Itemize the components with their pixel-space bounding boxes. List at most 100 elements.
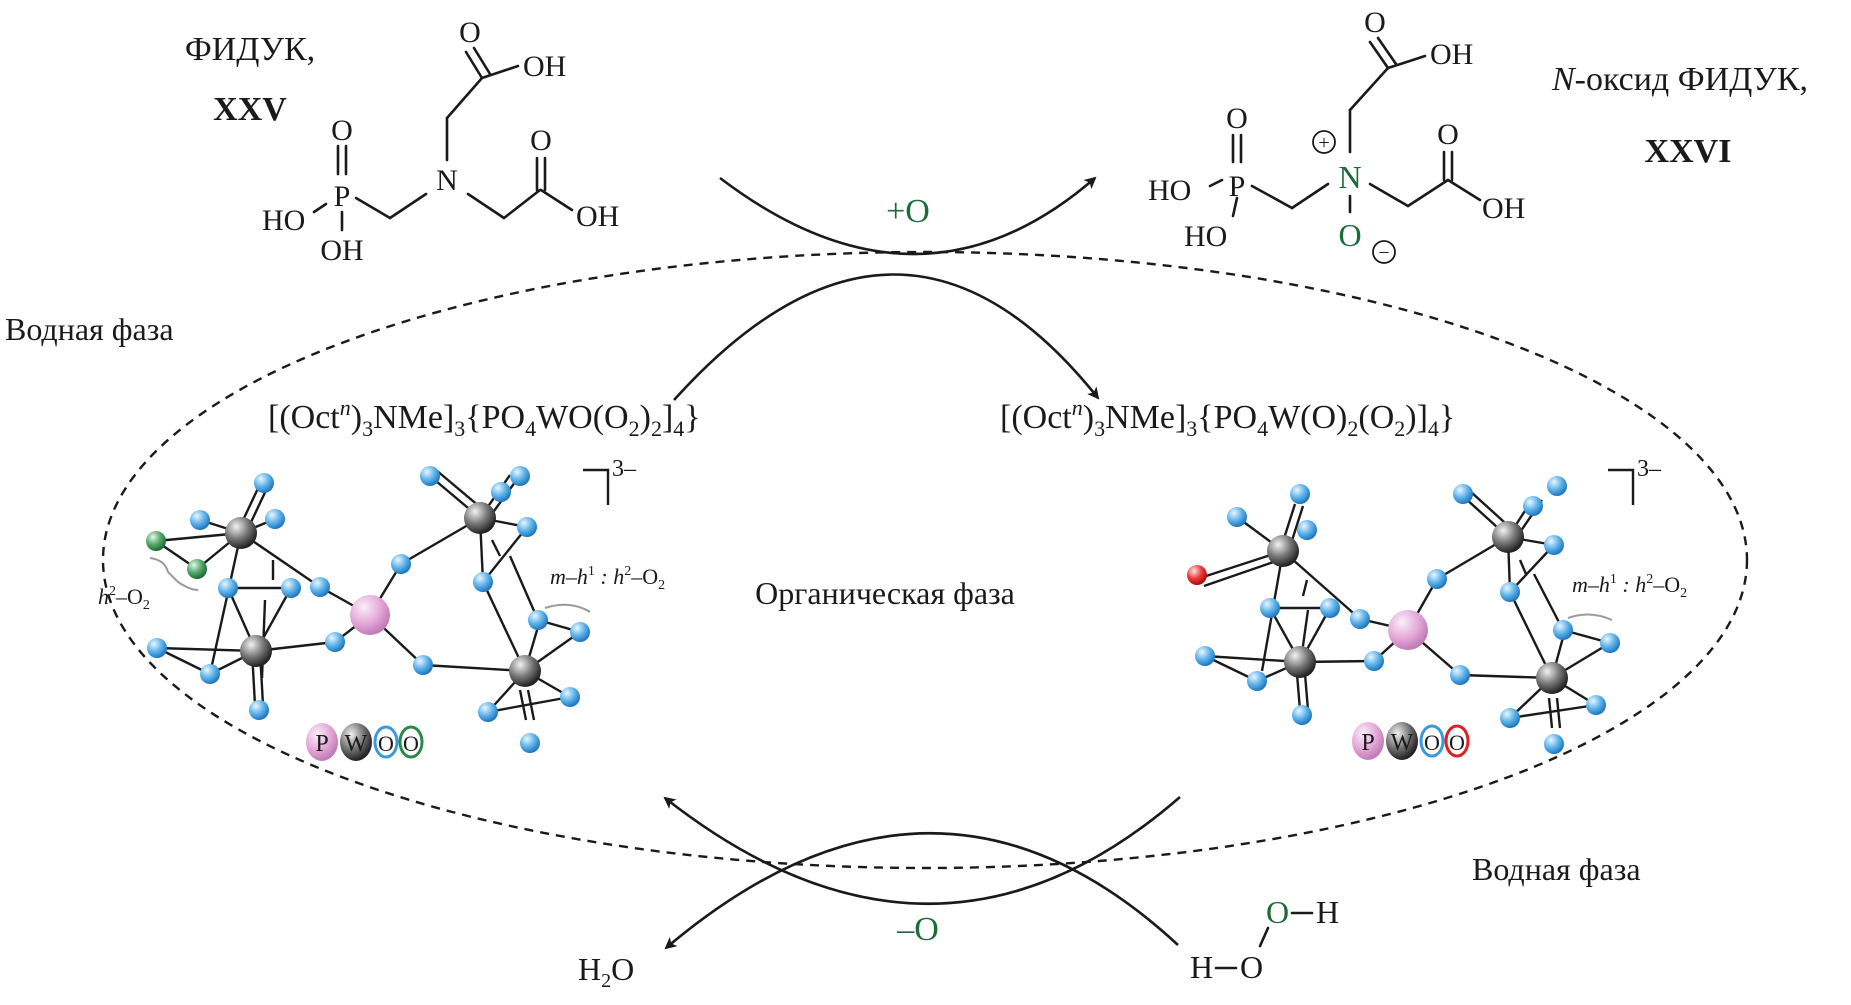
bond-c-o-double-b: [1376, 36, 1398, 66]
atom-w: [1284, 646, 1316, 678]
product-molecule: N-оксид ФИДУК, XXVI O OH O P HO HO N + O…: [1148, 6, 1808, 264]
bond-c-oh-right: [539, 188, 574, 212]
legend-p-label: P: [315, 731, 328, 757]
atom-o: O: [331, 114, 353, 147]
atom-o: [281, 578, 301, 598]
oxidation-label: +O: [886, 193, 930, 230]
product-name-rest: -оксид ФИДУК,: [1575, 61, 1808, 98]
atoms: [1187, 476, 1620, 754]
bond-p-ho: [312, 202, 328, 214]
bond-n-ch2-right: [1368, 182, 1410, 208]
atom-ho: HO: [262, 204, 305, 237]
atom-o: [200, 664, 220, 684]
bond-ch2-c-right: [502, 188, 542, 220]
positive-charge-sign: +: [1318, 132, 1329, 154]
atom-legend: P W O O: [306, 723, 424, 761]
atom-oh: OH: [1482, 192, 1525, 225]
atom-oh: OH: [1430, 38, 1473, 71]
bond-ch2-c-right: [1406, 178, 1450, 208]
atom-o: O: [1437, 118, 1459, 151]
atom-oh: OH: [576, 200, 619, 233]
atom-w: [240, 635, 272, 667]
atom-h: H: [1190, 949, 1213, 985]
atom-o: [249, 700, 269, 720]
bond-n-ch2-right: [466, 192, 506, 220]
charge-label: 3–: [612, 456, 637, 482]
bond-p-ch2: [354, 196, 392, 220]
atom-o: [1227, 507, 1247, 527]
bond-ch2-n: [1290, 182, 1330, 210]
atom-o: [254, 473, 274, 493]
atom-n: N: [436, 164, 458, 197]
charge-bracket: [1608, 468, 1635, 505]
atom-o: [1297, 520, 1317, 540]
atom-o: [1453, 484, 1473, 504]
atom-o: O: [1226, 102, 1248, 135]
bond-p-ho: [1208, 178, 1224, 188]
bond-c-o-double-a: [1368, 40, 1390, 70]
mu-peroxo-brace: [1567, 613, 1613, 621]
atom-w: [1267, 535, 1299, 567]
atom-o: [517, 517, 537, 537]
atom-o: [1260, 598, 1280, 618]
atom-w: [1492, 521, 1524, 553]
legend-o-peroxo-label: O: [403, 731, 419, 756]
product-name-italic: N: [1551, 61, 1577, 98]
atom-oh: OH: [320, 234, 363, 267]
atom-o: [520, 733, 540, 753]
atom-n-positive: N: [1338, 159, 1361, 195]
atom-o: [1290, 484, 1310, 504]
catalyst-left-formula: [(Octn)3NMe]3{PO4WO(O2)2]4}: [268, 395, 701, 441]
atom-o-green: O: [1266, 894, 1289, 930]
atom-o: [1500, 708, 1520, 728]
atom-o: [528, 610, 548, 630]
phase-boundary: [101, 250, 1749, 870]
atom-o: [1292, 705, 1312, 725]
legend-w-icon: [340, 723, 372, 761]
atom-o: [1523, 496, 1543, 516]
atom-o: [1544, 734, 1564, 754]
charge-bracket: [583, 468, 610, 505]
atom-p: P: [1229, 170, 1246, 203]
bond-o-o: [1258, 926, 1270, 948]
atom-o-peroxo: [187, 559, 207, 579]
mu-peroxo-brace: [544, 603, 591, 613]
atom-o: [1553, 620, 1573, 640]
atom-o: [560, 687, 580, 707]
atom-o: [1247, 671, 1267, 691]
atom-ho: HO: [1148, 174, 1191, 207]
catalyst-regeneration-arrow: [663, 796, 1181, 905]
legend-p-icon: [306, 723, 338, 761]
atom-w: [225, 517, 257, 549]
atom-o: [391, 554, 411, 574]
atom-o-oxide: O: [1338, 217, 1361, 253]
bond-c-o-double-b: [472, 46, 492, 76]
atom-o: [473, 572, 493, 592]
bond-c-oh-right: [1446, 178, 1482, 202]
peroxo-brace: [149, 557, 199, 591]
atom-w: [1536, 662, 1568, 694]
positive-charge-icon: [1312, 130, 1336, 154]
atom-p: [1388, 610, 1428, 650]
atom-o: [413, 655, 433, 675]
atom-o: O: [1240, 949, 1263, 985]
atom-o-oxo: [1187, 565, 1207, 585]
atom-o: [1364, 651, 1384, 671]
oxidation-arrow: [719, 176, 1097, 256]
reactant-molecule: ФИДУК, XXV O OH O P HO OH N O OH: [185, 16, 619, 267]
bond-ch2-c-up: [1348, 66, 1390, 112]
legend-o-label: O: [378, 731, 394, 756]
negative-charge-icon: [1372, 240, 1396, 264]
peroxo-annotation: h2–O2: [98, 584, 150, 613]
atom-o: [1450, 665, 1470, 685]
atom-o: O: [1364, 6, 1386, 39]
atom-o: [325, 632, 345, 652]
legend-o-icon: [1419, 724, 1445, 758]
bond-p-ch2: [1250, 184, 1294, 210]
product-label: XXVI: [1645, 133, 1732, 170]
atom-p: [350, 595, 390, 635]
atom-o: [190, 510, 210, 530]
atom-o: O: [530, 124, 552, 157]
